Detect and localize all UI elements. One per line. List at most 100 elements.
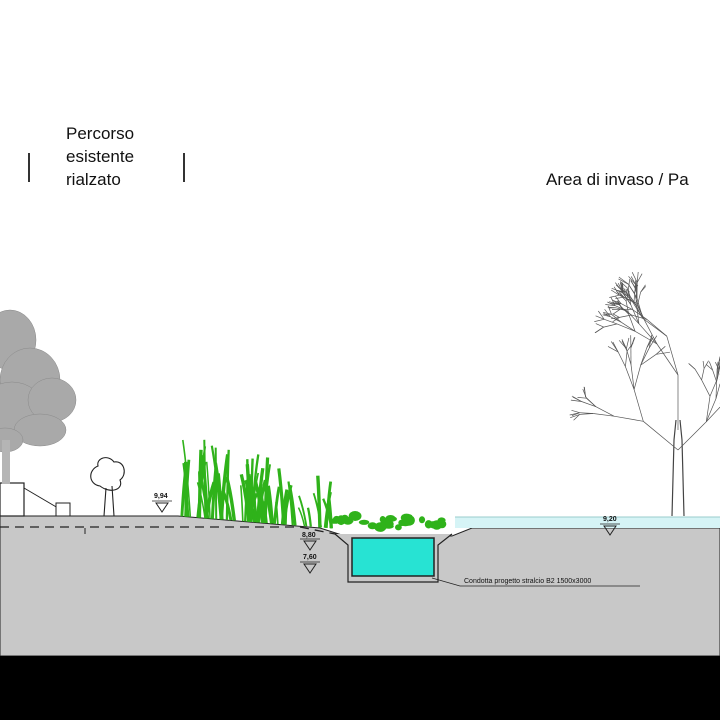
reed-stem <box>298 495 308 527</box>
tree-branch <box>630 280 637 290</box>
bush-clump <box>367 522 378 530</box>
tree-branch <box>571 412 580 417</box>
shrub-icon <box>90 457 125 517</box>
tree-branch <box>631 314 648 320</box>
tree-branch <box>715 381 717 399</box>
tree-branch <box>603 323 618 328</box>
tree-branch <box>701 379 711 397</box>
label-percorso-esistente: Percorso esistente rialzato <box>66 122 134 191</box>
bush-clump <box>341 519 354 524</box>
tree-branch <box>633 365 642 390</box>
tree-branch <box>631 309 648 320</box>
tree-branch <box>611 287 623 293</box>
tree-branch <box>621 339 627 349</box>
conduit-box <box>351 537 435 577</box>
tree-branch <box>688 363 696 370</box>
reed-stem <box>240 485 244 522</box>
tree-branch <box>611 299 620 305</box>
tree-branch <box>705 398 717 422</box>
tree-branch <box>630 304 640 324</box>
tree-branch <box>630 364 635 390</box>
bush-clump <box>379 516 386 523</box>
tree-branch <box>636 305 640 324</box>
tree-branch <box>571 395 582 402</box>
tree-branch <box>633 389 644 422</box>
tree-branch <box>617 290 625 298</box>
tree-branch <box>579 413 594 415</box>
tree-branch <box>706 406 720 422</box>
tree-branch <box>717 365 719 379</box>
label-tick-right <box>183 153 185 182</box>
tree-branch <box>626 337 630 349</box>
tree-branch <box>615 282 623 292</box>
tree-branch <box>712 369 717 382</box>
tree-branch <box>626 342 634 352</box>
reed-stem <box>306 507 312 527</box>
conduit-leader <box>431 577 640 587</box>
tree-branch <box>708 361 713 371</box>
tree-branch <box>715 383 720 399</box>
reed-stem <box>252 487 257 523</box>
tree-branch <box>640 347 648 366</box>
reed-stem <box>327 494 333 529</box>
tree-branch <box>640 347 650 366</box>
elevation-marker-trench-top: 8,80 <box>300 532 320 551</box>
wall-ramp <box>23 487 59 516</box>
tree-branch <box>595 323 604 328</box>
bottom-black-bar <box>0 656 720 720</box>
reed-vegetation <box>180 439 333 529</box>
tree-branch <box>627 278 631 289</box>
bush-clump <box>385 518 392 527</box>
tree-branch <box>627 288 632 305</box>
label-tick-left <box>28 153 30 182</box>
tree-branch <box>617 351 626 367</box>
tree-branch <box>610 316 622 323</box>
reed-stem <box>260 488 265 523</box>
tree-branch <box>586 397 597 407</box>
elevation-label-water: 9,20 <box>603 516 617 523</box>
tree-branch <box>595 406 615 417</box>
tree-trunk <box>671 419 685 517</box>
tree-branch <box>635 280 637 290</box>
tree-branch <box>593 413 615 417</box>
bush-clump <box>437 519 447 529</box>
low-vegetation <box>330 511 447 532</box>
bush-clump <box>404 516 414 526</box>
wall-block <box>0 482 25 517</box>
tree-branch <box>666 336 679 376</box>
tree-branch <box>570 399 582 402</box>
elevation-marker-bank: 9,94 <box>152 493 172 513</box>
tree-branch <box>610 289 620 296</box>
reed-stem <box>250 472 260 522</box>
tree-branch <box>628 314 636 332</box>
water-surface <box>455 517 720 528</box>
bush-clump <box>348 511 362 521</box>
reed-stem <box>214 462 224 520</box>
reed-stem <box>205 461 211 519</box>
tree-branch <box>620 303 633 310</box>
tree-branch <box>621 340 628 352</box>
tree-left-icon <box>0 309 77 484</box>
tree-branch <box>703 360 709 369</box>
reed-stem <box>225 449 230 520</box>
tree-branch <box>611 314 622 323</box>
reed-stem <box>196 482 206 519</box>
reed-stem <box>183 461 189 517</box>
tree-branch <box>701 368 705 380</box>
tree-branch <box>604 318 618 325</box>
conduit-caption: Condotta progetto stralcio B2 1500x3000 <box>464 578 591 585</box>
tree-branch <box>612 309 621 315</box>
tree-branch <box>705 396 711 422</box>
tree-branch <box>582 388 587 399</box>
tree-branch <box>656 343 679 376</box>
label-area-invaso: Area di invaso / Pa <box>546 170 689 189</box>
existing-profile-line <box>0 526 341 536</box>
tree-branch <box>602 314 611 318</box>
tree-branch <box>610 297 616 306</box>
elevation-label-trench-bottom: 7,60 <box>303 554 317 561</box>
tree-branch <box>618 276 629 285</box>
tree-branch <box>635 289 637 303</box>
tree-branch <box>594 326 604 334</box>
tree-branch <box>611 317 620 320</box>
tree-branch <box>573 414 580 421</box>
